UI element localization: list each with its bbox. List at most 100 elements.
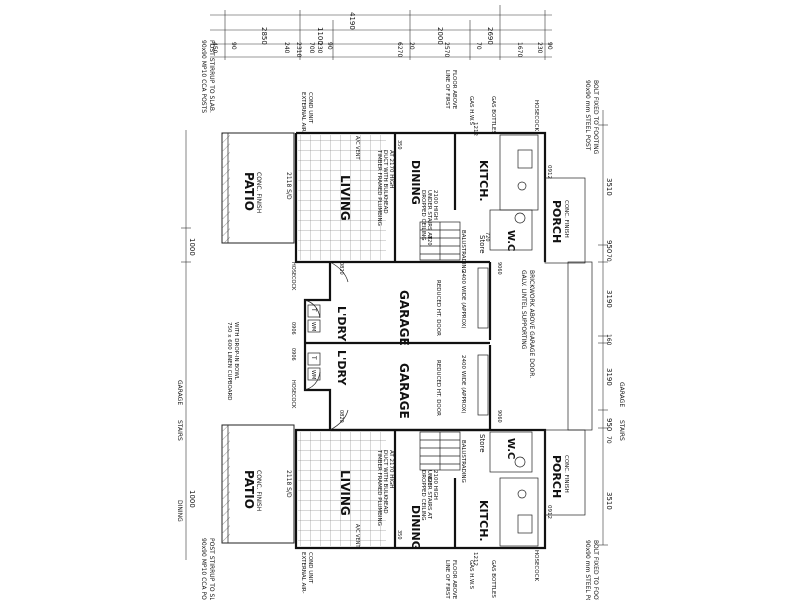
dining-bottom-label: DINING <box>409 505 422 550</box>
cond-unit-top: COND UNIT <box>307 92 313 124</box>
door-size-bottom: 2400 WIDE (APPROX) <box>460 355 466 414</box>
posts-note-bottom: 90x90 MP10 CCA POSTS <box>200 538 207 600</box>
bolt-footing-note-top: BOLT FIXED TO FOOTING <box>592 80 599 155</box>
label-stairs-left: STAIRS <box>176 420 183 441</box>
store-bottom-label: Store <box>478 434 486 453</box>
brickwork-note: BRICKWORK ABOVE GARAGE DOOR. <box>528 270 535 378</box>
wc-bottom-label: W.C <box>505 438 516 459</box>
door-1212-top: 1212 <box>472 122 478 136</box>
external-ac-bottom: EXTERNAL AIR- <box>300 552 306 593</box>
under-stairs-top: UNDER STAIRS AT <box>426 190 432 240</box>
dim-top-b10: 2570 <box>443 42 450 57</box>
bulkhead-bottom: AT 2170 HIGH <box>388 450 394 488</box>
post-stirrup-bottom: POST STIRRUP TO SLAB. <box>208 538 215 600</box>
hosecock-mid-bottom: HOSECOCK <box>290 380 296 409</box>
stairs-top <box>419 221 461 261</box>
gas-hws-top: GAS H.W.S <box>468 96 474 126</box>
dim-top-a3: 2000 <box>436 27 444 45</box>
door-9060-top: 9060 <box>496 262 502 275</box>
timber-framed-top: TIMBER FRAMED PLUMBING <box>376 149 382 226</box>
porch-bottom-finish: CONC. FINISH <box>563 455 569 493</box>
door-9060-bottom: 9060 <box>496 410 502 423</box>
dim-right-1: 3510 <box>605 178 613 196</box>
dining-top-label: DINING <box>409 160 422 205</box>
dim-top-b12: 1670 <box>516 42 523 57</box>
dim-top-overall: 4190 <box>348 12 356 30</box>
dim-top-a4: 2690 <box>486 27 494 45</box>
dim-top-b8: 6270 <box>396 42 403 57</box>
drop-in-note: WITH DROP-IN BOWL <box>233 322 239 381</box>
dim-350-bottom: 350 <box>396 530 402 540</box>
garage-bottom-label: GARAGE <box>397 363 411 419</box>
porch-top-label: PORCH <box>550 200 563 243</box>
door-0912-bottom: 0912 <box>546 505 552 519</box>
steel-post-note-top: 90x90 mm STEEL POST <box>584 80 591 151</box>
dim-top-b11: 70 <box>475 42 482 50</box>
door-0912-top: 0912 <box>546 165 552 179</box>
dim-820-top: 820 <box>426 236 432 246</box>
ac-vent-bottom: A/C VENT <box>354 524 360 549</box>
reduced-door-top: REDUCED HT. DOOR <box>435 280 441 336</box>
door-0906-top: 0906 <box>290 322 296 335</box>
galv-lintel-note: GALV. LINTEL SUPPORTING <box>520 270 527 350</box>
living-bottom-tiles <box>298 432 386 546</box>
dim-top-b7: 90 <box>326 42 333 50</box>
floor-above-bottom: FLOOR ABOVE <box>451 560 457 600</box>
dim-350-top: 350 <box>396 140 402 150</box>
label-stairs-right: STAIRS <box>618 420 625 441</box>
dim-top-b3: 240 <box>283 42 290 54</box>
patio-bottom-finish: CONC. FINISH <box>255 470 262 511</box>
ac-vent-top: A/C VENT <box>354 136 360 161</box>
garage-top-label: GARAGE <box>397 290 411 346</box>
label-dining-left: DINING <box>176 500 183 522</box>
dim-left-1: 1000 <box>188 238 196 256</box>
balustrading-bottom: BALUSTRADING <box>460 440 466 483</box>
dropped-ceiling-bottom: DROPPED CEILING <box>420 470 426 520</box>
line-first-top: LINE OF FIRST <box>444 70 450 109</box>
gas-hws-bottom: GAS H.W.S <box>468 560 474 590</box>
linen-note: 750 x 600 LINEN CUPBOARD <box>226 322 232 401</box>
stairs-bottom <box>419 431 461 471</box>
living-top-tiles <box>298 135 386 260</box>
label-garage-left: GARAGE <box>176 380 183 405</box>
patio-bottom-door: 2118 S/D <box>285 470 292 498</box>
ldry-top-label: L'DRY <box>335 306 348 342</box>
dim-left-2: 1000 <box>188 490 196 508</box>
dim-top-b4: 2310 <box>295 42 302 57</box>
external-ac-top: EXTERNAL AIR- <box>300 92 306 133</box>
dim-top-b2: 90 <box>230 42 237 50</box>
dim-820-bottom: 820 <box>426 476 432 486</box>
door-0820-top: 0820 <box>338 262 344 275</box>
unit-top: LIVING TIMBER FRAMED PLUMBING DUCT WITH … <box>298 70 569 275</box>
label-garage-side: GARAGE <box>618 382 625 407</box>
patio-top-door: 2118 S/D <box>285 172 292 200</box>
reduced-door-bottom: REDUCED HT. DOOR <box>435 360 441 416</box>
dim-top-b1: 450 <box>211 42 218 54</box>
dim-right-5: 160 <box>605 334 612 346</box>
under-stairs-h-bottom: 2100 HIGH <box>432 470 438 500</box>
timber-framed-bottom: TIMBER FRAMED PLUMBING <box>376 449 382 526</box>
porch-top-finish: CONC. FINISH <box>563 200 569 238</box>
top-dimensions: 4190 2850 1100 2000 2690 450 90 240 2310… <box>210 5 553 60</box>
hosecock-mid-top: HOSECOCK <box>290 262 296 291</box>
wm-top: WM <box>310 322 316 331</box>
garage-top: GARAGE REDUCED HT. DOOR 2400 WIDE (APPRO… <box>290 262 502 346</box>
gas-bottles-top: GAS BOTTLES <box>490 96 496 134</box>
dim-right-8: 70 <box>605 436 612 444</box>
patio-top-label: PATIO <box>242 172 256 211</box>
floor-above-top: FLOOR ABOVE <box>451 70 457 110</box>
tub-top: T <box>310 307 317 312</box>
hosecock-bottom: HOSECOCK <box>533 550 539 581</box>
door-0820-bottom: 0820 <box>338 410 344 423</box>
door-size-top: 2400 WIDE (APPROX) <box>460 270 466 329</box>
cond-unit-bottom: COND UNIT <box>307 552 313 584</box>
dim-top-b14: 90 <box>546 42 553 50</box>
posts-note-top: 90x90 MP10 CCA POSTS <box>200 40 207 113</box>
door-1212-bottom: 1212 <box>472 552 478 566</box>
ldry-bottom-label: L'DRY <box>335 350 348 386</box>
garage-bottom: GARAGE REDUCED HT. DOOR 2400 WIDE (APPRO… <box>226 322 502 423</box>
under-stairs-bottom: UNDER STAIRS AT <box>426 470 432 520</box>
kitch-bottom-label: KITCH. <box>477 500 490 542</box>
hosecock-top: HOSECOCK <box>533 100 539 131</box>
